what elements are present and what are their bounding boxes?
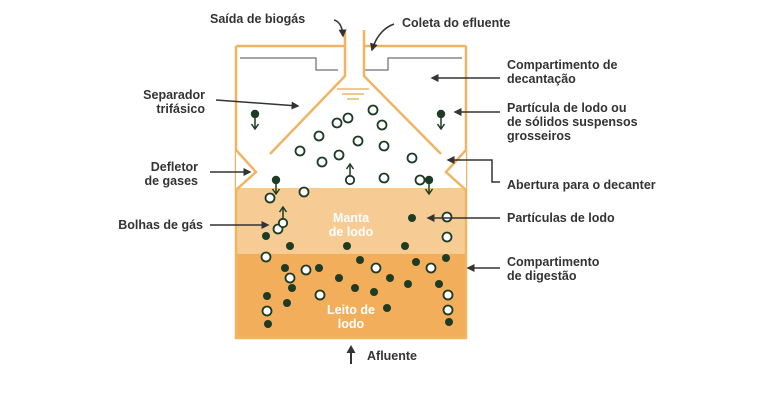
- label-coleta-efluente: Coleta do efluente: [402, 16, 510, 30]
- particle: [386, 274, 394, 282]
- bubble: [442, 289, 454, 301]
- up-arrow-icon: [346, 345, 356, 364]
- bubble: [300, 264, 312, 276]
- bubble: [378, 172, 390, 184]
- particle: [264, 320, 272, 328]
- bubble: [260, 251, 272, 263]
- label-bolhas-gas: Bolhas de gás: [118, 218, 203, 232]
- down-arrow-particle-icon: [250, 109, 260, 131]
- bubble: [264, 192, 276, 204]
- bubble: [378, 140, 390, 152]
- label-compartimento-decantacao-2: decantação: [507, 72, 576, 86]
- sludge-particles: [262, 214, 453, 328]
- label-abertura-decanter: Abertura para o decanter: [507, 178, 656, 192]
- label-compartimento-decantacao-1: Compartimento de: [507, 58, 617, 72]
- particle: [262, 232, 270, 240]
- up-arrow-bubble-icon: [344, 162, 356, 186]
- particle: [315, 264, 323, 272]
- bubble: [425, 262, 437, 274]
- particle: [408, 214, 416, 222]
- bubble: [313, 130, 325, 142]
- particle: [351, 284, 359, 292]
- gas-bubbles: [260, 104, 454, 317]
- three-phase-separator: [269, 30, 442, 155]
- arrow-saida-biogas: [333, 19, 347, 38]
- liquid-level-mark: [337, 88, 369, 100]
- particle: [404, 280, 412, 288]
- bubble: [298, 186, 310, 198]
- particle: [412, 258, 420, 266]
- bubble: [316, 156, 328, 168]
- label-manta-1: Manta: [333, 211, 370, 225]
- particle: [288, 284, 296, 292]
- down-arrow-particle-icon: [424, 175, 434, 196]
- particle: [370, 288, 378, 296]
- bubble: [342, 112, 354, 124]
- bubble: [442, 304, 454, 316]
- bubble: [331, 117, 343, 129]
- label-manta-2: de lodo: [329, 225, 374, 239]
- label-compartimento-digestao-2: de digestão: [507, 269, 577, 283]
- particle: [435, 280, 443, 288]
- label-particula-grosseira-2: de sólidos suspensos: [507, 115, 638, 129]
- bubble: [314, 289, 326, 301]
- settling-particles: [250, 109, 446, 196]
- label-leito-2: lodo: [338, 317, 365, 331]
- label-compartimento-digestao-1: Compartimento: [507, 255, 600, 269]
- effluent-weir: [240, 57, 462, 71]
- label-separador-1: Separador: [143, 88, 205, 102]
- bubble: [406, 152, 418, 164]
- bubble: [441, 231, 453, 243]
- down-arrow-particle-icon: [271, 175, 281, 196]
- bubble: [376, 119, 388, 131]
- label-particulas-lodo: Partículas de lodo: [507, 211, 615, 225]
- arrow-separador: [215, 99, 300, 110]
- label-defletor-2: de gases: [144, 174, 198, 188]
- particle: [281, 264, 289, 272]
- bubble: [370, 262, 382, 274]
- up-arrow-bubble-icon: [277, 205, 289, 229]
- particle: [445, 318, 453, 326]
- label-separador-2: trifásico: [156, 102, 205, 116]
- bubble: [284, 272, 296, 284]
- rising-bubbles: [277, 162, 356, 229]
- particle: [263, 292, 271, 300]
- bubble: [441, 211, 453, 223]
- particle: [401, 242, 409, 250]
- particle: [343, 242, 351, 250]
- label-particula-grosseira-1: Partícula de lodo ou: [507, 101, 626, 115]
- bubble: [414, 174, 426, 186]
- label-leito-1: Leito de: [327, 303, 375, 317]
- bubble: [352, 135, 364, 147]
- particle: [283, 299, 291, 307]
- label-defletor-1: Defletor: [151, 160, 198, 174]
- particle: [356, 256, 364, 264]
- arrow-coleta-efluente: [370, 23, 395, 52]
- bubble: [367, 104, 379, 116]
- down-arrow-particle-icon: [436, 109, 446, 131]
- particle: [286, 242, 294, 250]
- bubble: [261, 305, 273, 317]
- label-saida-biogas: Saída de biogás: [210, 12, 305, 26]
- particle: [442, 254, 450, 262]
- leader-arrows: [210, 19, 500, 272]
- label-afluente: Afluente: [367, 349, 417, 363]
- particle: [335, 274, 343, 282]
- label-particula-grosseira-3: grosseiros: [507, 129, 571, 143]
- reactor-vessel: [234, 44, 468, 340]
- particle: [383, 304, 391, 312]
- bubble: [333, 149, 345, 161]
- arrow-abertura-decanter: [446, 156, 500, 183]
- bubble: [294, 145, 306, 157]
